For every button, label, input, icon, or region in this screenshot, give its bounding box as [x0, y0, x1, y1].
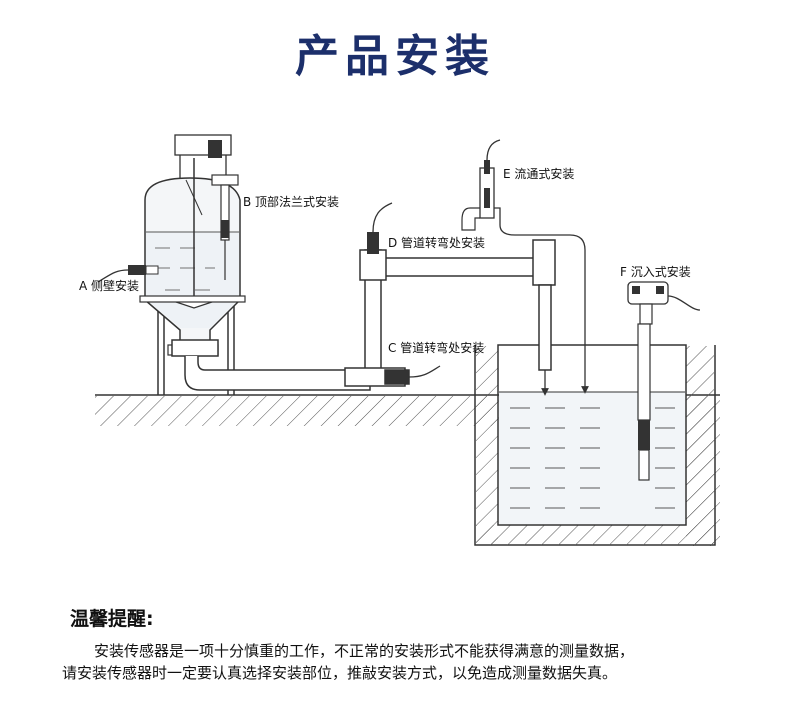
- sensor-e-flow-through: [461, 139, 589, 394]
- tip-line-2: 请安装传感器时一定要认真选择安装部位，推敲安装方式，以免造成测量数据失真。: [62, 664, 618, 682]
- sensor-a-side-wall: [97, 265, 159, 283]
- reaction-vessel: [139, 134, 246, 395]
- label-b: B 顶部法兰式安装: [243, 194, 339, 209]
- pipe-network: [171, 239, 556, 391]
- water-tank-pit: [474, 344, 716, 546]
- label-f: F 沉入式安装: [620, 264, 691, 279]
- tip-line-1: 安装传感器是一项十分慎重的工作，不正常的安装形式不能获得满意的测量数据，: [94, 642, 635, 660]
- sensor-c-pipe-elbow: [408, 365, 441, 378]
- sensor-f-submersion: [627, 281, 701, 481]
- tip-title: 温馨提醒:: [70, 608, 154, 630]
- sensor-b-top-flange: [211, 174, 239, 280]
- label-e: E 流通式安装: [503, 166, 574, 181]
- label-c: C 管道转弯处安装: [388, 340, 484, 355]
- sensor-d-pipe-elbow: [367, 202, 393, 254]
- label-a: A 侧壁安装: [79, 278, 139, 293]
- tip-text: 安装传感器是一项十分慎重的工作，不正常的安装形式不能获得满意的测量数据， 请安装…: [62, 640, 762, 684]
- installation-diagram: A 侧壁安装 B 顶部法兰式安装 C 管道转弯处安装 D 管道转弯处安装 E 流…: [79, 134, 720, 546]
- label-d: D 管道转弯处安装: [388, 235, 485, 250]
- page-title: 产品安装: [295, 31, 495, 82]
